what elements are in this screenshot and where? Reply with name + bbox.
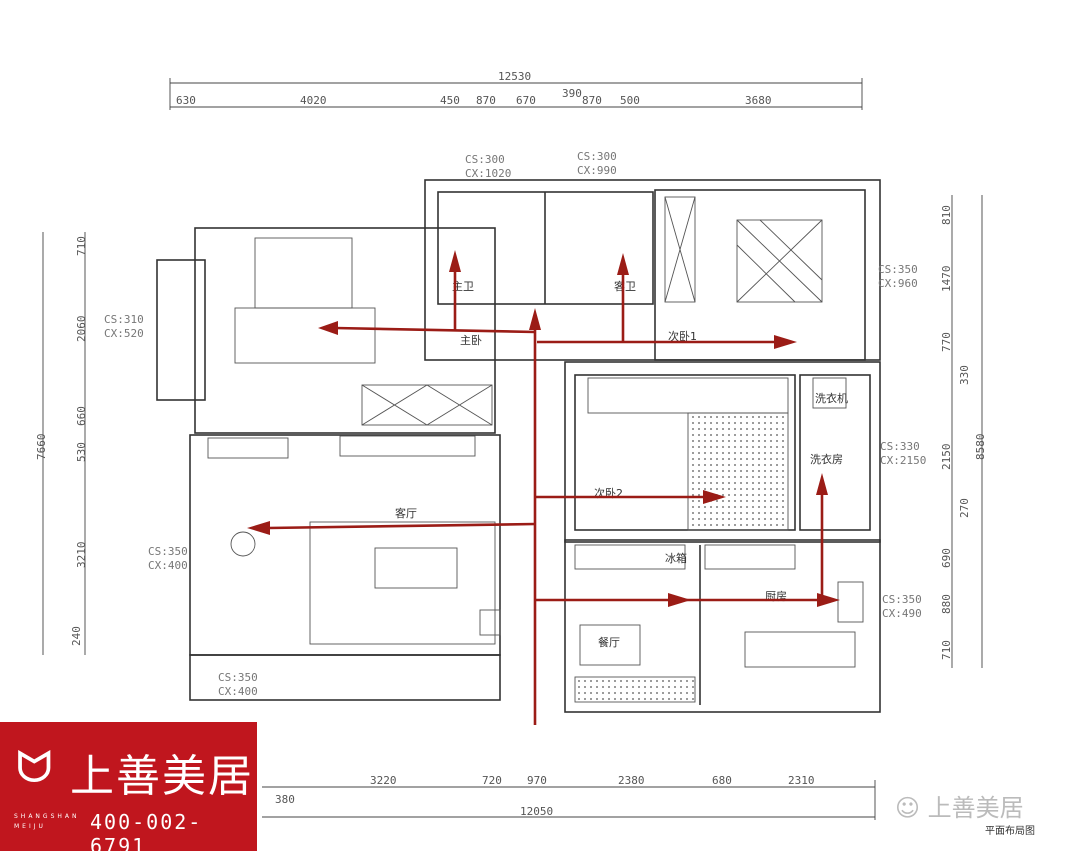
furniture <box>207 196 864 703</box>
dim-top-seg: 450 <box>440 94 460 107</box>
arrowhead <box>449 250 461 272</box>
dim-right-seg: 690 <box>940 548 953 568</box>
dim-top-seg: 3680 <box>745 94 772 107</box>
window-cs: CS:300 <box>577 150 617 163</box>
room-label-master-bedroom: 主卧 <box>460 334 482 347</box>
caption: 平面布局图 <box>985 826 1035 837</box>
top-dimension-lines <box>169 78 863 110</box>
arrowhead <box>817 593 840 607</box>
window-cx: CX:1020 <box>465 167 511 180</box>
room-label-guest-bath: 客卫 <box>614 279 636 293</box>
window-cx: CX:2150 <box>880 454 926 467</box>
dim-bottom-seg: 2310 <box>788 774 815 787</box>
walls <box>156 179 881 713</box>
arrowhead <box>318 321 338 335</box>
dim-bottom-seg: 680 <box>712 774 732 787</box>
dim-top-seg: 630 <box>176 94 196 107</box>
bottom-dimension-lines <box>262 780 876 820</box>
dim-left-seg: 530 <box>75 442 88 462</box>
dim-left-seg: 2060 <box>75 316 88 343</box>
window-cx: CX:400 <box>218 685 258 698</box>
window-cs: CS:350 <box>148 545 188 558</box>
dim-left-seg: 660 <box>75 406 88 426</box>
dim-left-seg: 240 <box>70 626 83 646</box>
room-label-bedroom1: 次卧1 <box>668 329 697 343</box>
dim-left-seg: 710 <box>75 236 88 256</box>
arrowhead <box>816 473 828 495</box>
dim-right-seg: 880 <box>940 594 953 614</box>
dim-right-seg: 1470 <box>940 266 953 293</box>
arrow-to-master-bedroom <box>334 326 536 334</box>
dim-bottom-total: 12050 <box>520 805 553 818</box>
logo-pinyin: SHANGSHAN MEIJU <box>14 813 80 830</box>
dim-bottom-seg: 2380 <box>618 774 645 787</box>
window-cx: CX:520 <box>104 327 144 340</box>
circulation-arrows <box>247 250 840 725</box>
dim-top-seg: 870 <box>582 94 602 107</box>
watermark: ☺ 上善美居 <box>895 788 1024 823</box>
left-dimension-lines <box>42 232 86 655</box>
dim-right-seg: 710 <box>940 640 953 660</box>
dim-left-total: 7660 <box>35 434 48 461</box>
window-cs: CS:350 <box>218 671 258 684</box>
window-cs: CS:350 <box>882 593 922 606</box>
window-cs: CS:300 <box>465 153 505 166</box>
window-cs: CS:350 <box>878 263 918 276</box>
room-label-master-bath: 主卫 <box>452 280 474 293</box>
logo-name: 上善美居 <box>70 751 254 802</box>
room-label-fridge: 冰箱 <box>665 551 687 565</box>
right-dimension-lines <box>951 195 983 668</box>
room-label-laundry: 洗衣房 <box>810 452 843 466</box>
dim-top-seg: 500 <box>620 94 640 107</box>
room-label-washer: 洗衣机 <box>815 391 848 405</box>
arrowhead <box>703 490 726 504</box>
logo-mark-icon: ᗢ <box>16 742 53 793</box>
brand-logo: ᗢ 上善美居 SHANGSHAN MEIJU 400-002-6791 <box>0 722 257 858</box>
arrowhead <box>617 253 629 275</box>
dim-right-seg: 2150 <box>940 444 953 471</box>
dim-top-seg: 390 <box>562 87 582 100</box>
watermark-text: 上善美居 <box>927 794 1024 822</box>
dim-right-seg: 770 <box>940 332 953 352</box>
arrow-to-living <box>267 522 536 530</box>
arrowhead <box>529 308 541 330</box>
dim-bottom-seg: 970 <box>527 774 547 787</box>
window-cs: CS:330 <box>880 440 920 453</box>
room-label-dining: 餐厅 <box>598 635 620 649</box>
dim-right-total: 8580 <box>974 434 987 461</box>
dim-top-seg: 670 <box>516 94 536 107</box>
window-cx: CX:990 <box>577 164 617 177</box>
arrowhead <box>247 521 270 535</box>
window-cx: CX:400 <box>148 559 188 572</box>
dim-bottom-seg: 3220 <box>370 774 397 787</box>
arrowhead <box>668 593 691 607</box>
wechat-icon: ☺ <box>895 794 921 822</box>
dim-top-seg: 870 <box>476 94 496 107</box>
room-label-living: 客厅 <box>395 506 417 520</box>
dim-left-seg: 3210 <box>75 542 88 569</box>
dim-right-seg: 270 <box>958 498 971 518</box>
dim-right-seg: 810 <box>940 205 953 225</box>
logo-phone: 400-002-6791 <box>90 810 203 858</box>
window-cx: CX:490 <box>882 607 922 620</box>
dim-bottom-seg: 720 <box>482 774 502 787</box>
window-cx: CX:960 <box>878 277 918 290</box>
arrowhead <box>774 335 797 349</box>
dim-top-total: 12530 <box>498 70 531 83</box>
window-cs: CS:310 <box>104 313 144 326</box>
dim-bottom-seg: 380 <box>275 793 295 806</box>
dim-right-seg: 330 <box>958 365 971 385</box>
dim-top-seg: 4020 <box>300 94 327 107</box>
